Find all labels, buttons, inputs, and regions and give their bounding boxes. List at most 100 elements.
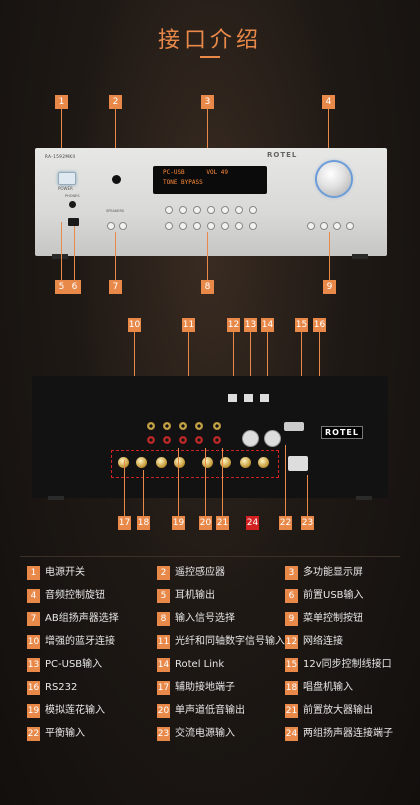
input-button xyxy=(207,222,215,230)
callout-23: 23 xyxy=(301,516,314,530)
menu-button xyxy=(333,222,341,230)
rotel-link-port xyxy=(260,394,269,402)
callout-6: 6 xyxy=(68,280,81,294)
front-panel: RA-1592MKII ROTEL POWER PC-USB VOL 49 TO… xyxy=(35,148,387,256)
lead-10 xyxy=(134,332,135,388)
callout-16: 16 xyxy=(313,318,326,332)
legend-number: 10 xyxy=(27,635,40,649)
legend-number: 2 xyxy=(157,566,170,580)
menu-button xyxy=(320,222,328,230)
front-foot-right xyxy=(352,254,368,259)
ir-sensor xyxy=(112,175,121,184)
power-button xyxy=(58,172,76,185)
legend-divider xyxy=(20,556,400,557)
front-foot-left xyxy=(52,254,68,259)
legend-number: 14 xyxy=(157,658,170,672)
speaker-terminal xyxy=(220,457,231,468)
input-button xyxy=(165,222,173,230)
rca-jack xyxy=(163,436,171,444)
legend-label: 12v同步控制线接口 xyxy=(303,659,392,670)
input-button xyxy=(221,222,229,230)
lead-3 xyxy=(207,109,208,149)
legend-label: 平衡输入 xyxy=(45,728,85,739)
speakers-label: SPEAKERS xyxy=(106,209,125,213)
lead-20 xyxy=(205,448,206,516)
legend-label: 增强的蓝牙连接 xyxy=(45,636,115,647)
legend-label: 音频控制旋钮 xyxy=(45,590,105,601)
speaker-terminal xyxy=(156,457,167,468)
input-button xyxy=(235,222,243,230)
callout-20: 20 xyxy=(199,516,212,530)
legend-number: 11 xyxy=(157,635,170,649)
xlr-right xyxy=(264,430,281,447)
legend-number: 9 xyxy=(285,612,298,626)
speaker-terminal xyxy=(136,457,147,468)
callout-24: 24 xyxy=(246,516,259,530)
speaker-terminal xyxy=(118,457,129,468)
legend-label: 耳机输出 xyxy=(175,590,215,601)
display-line-1: PC-USB VOL 49 xyxy=(163,169,229,176)
legend-label: 辅助接地端子 xyxy=(175,682,235,693)
legend-number: 19 xyxy=(27,704,40,718)
lead-13 xyxy=(250,332,251,390)
input-button xyxy=(235,206,243,214)
input-button xyxy=(179,206,187,214)
legend-label: 交流电源输入 xyxy=(175,728,235,739)
lead-22 xyxy=(285,445,286,516)
rca-jack xyxy=(163,422,171,430)
callout-10: 10 xyxy=(128,318,141,332)
brand-logo-front: ROTEL xyxy=(267,151,298,159)
lead-7 xyxy=(115,232,116,280)
rca-jack xyxy=(179,436,187,444)
legend-number: 5 xyxy=(157,589,170,603)
legend-label: 多功能显示屏 xyxy=(303,567,363,578)
lead-5 xyxy=(61,222,62,280)
phones-label: PHONES xyxy=(65,194,80,198)
legend-number: 12 xyxy=(285,635,298,649)
rear-foot-right xyxy=(356,496,372,500)
legend-label: 光纤和同轴数字信号输入 xyxy=(175,636,285,647)
legend-number: 6 xyxy=(285,589,298,603)
lead-6 xyxy=(74,226,75,280)
rca-jack xyxy=(147,422,155,430)
legend-number: 1 xyxy=(27,566,40,580)
input-button xyxy=(207,206,215,214)
legend-label: PC-USB输入 xyxy=(45,659,103,670)
lead-8 xyxy=(207,232,208,280)
ac-power-inlet xyxy=(288,456,308,471)
legend-label: 输入信号选择 xyxy=(175,613,235,624)
page-title: 接口介绍 xyxy=(157,28,262,53)
legend-number: 16 xyxy=(27,681,40,695)
legend-label: AB组扬声器选择 xyxy=(45,613,119,624)
rear-panel: ROTEL xyxy=(32,376,388,498)
legend-number: 18 xyxy=(285,681,298,695)
callout-17: 17 xyxy=(118,516,131,530)
lead-12 xyxy=(233,332,234,390)
lead-2 xyxy=(115,109,116,149)
callout-7: 7 xyxy=(109,280,122,294)
legend-number: 4 xyxy=(27,589,40,603)
rear-foot-left xyxy=(48,496,64,500)
legend-label: 单声道低音输出 xyxy=(175,705,245,716)
callout-2: 2 xyxy=(109,95,122,109)
legend-label: 唱盘机输入 xyxy=(303,682,353,693)
legend-number: 15 xyxy=(285,658,298,672)
lead-17 xyxy=(124,460,125,516)
lead-1 xyxy=(61,109,62,149)
network-port xyxy=(228,394,237,402)
speaker-terminal xyxy=(240,457,251,468)
lead-16 xyxy=(319,332,320,412)
input-button xyxy=(221,206,229,214)
display-line-2: TONE BYPASS xyxy=(163,179,203,186)
legend-label: Rotel Link xyxy=(175,659,225,670)
speaker-terminal xyxy=(258,457,269,468)
legend-number: 3 xyxy=(285,566,298,580)
speaker-terminal-group xyxy=(111,450,279,478)
speaker-terminal xyxy=(174,457,185,468)
legend-label: 电源开关 xyxy=(45,567,85,578)
lead-18 xyxy=(143,470,144,516)
legend-label: 前置放大器输出 xyxy=(303,705,373,716)
callout-5: 5 xyxy=(55,280,68,294)
lead-11 xyxy=(188,332,189,388)
lead-4 xyxy=(328,109,329,149)
